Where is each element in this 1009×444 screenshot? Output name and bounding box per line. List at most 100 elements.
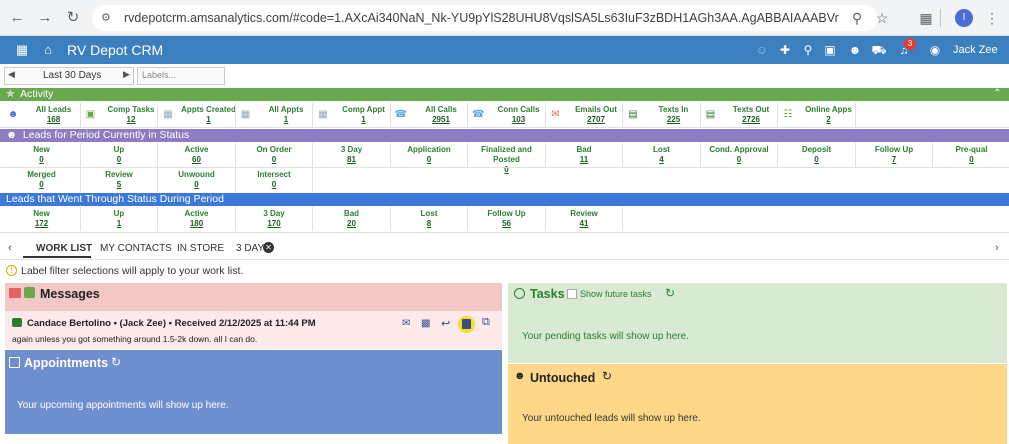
tab-my-contacts[interactable]: MY CONTACTS xyxy=(100,243,172,254)
activity-stat-value[interactable]: 225 xyxy=(666,115,681,124)
untouched-refresh-icon[interactable]: ↻ xyxy=(602,369,613,383)
status-stat-value[interactable]: 11 xyxy=(579,155,589,164)
reply-icon[interactable]: ↩ xyxy=(441,318,451,330)
status-stat-value[interactable]: 0 xyxy=(969,155,974,164)
period-label[interactable]: Last 30 Days xyxy=(43,70,102,81)
url-text[interactable]: rvdepotcrm.amsanalytics.com/#code=1.AXcA… xyxy=(124,11,839,25)
through-stat-value[interactable]: 172 xyxy=(34,219,49,228)
mark-read-icon[interactable]: ✉ xyxy=(402,318,411,329)
menu-icon[interactable]: ⋮ xyxy=(985,10,999,26)
apps-grid-icon[interactable]: ▦ xyxy=(15,42,29,57)
activity-stat-value[interactable]: 2726 xyxy=(742,115,760,124)
activity-stat-value[interactable]: 103 xyxy=(511,115,526,124)
appointments-refresh-icon[interactable]: ↻ xyxy=(111,355,122,369)
activity-stat-value[interactable]: 168 xyxy=(46,115,61,124)
forward-arrow-icon[interactable]: → xyxy=(37,9,53,26)
collapse-icon[interactable]: ⌃ xyxy=(993,88,1002,99)
labels-input[interactable] xyxy=(137,67,225,85)
status-stat-value[interactable]: 0 xyxy=(271,155,277,164)
back-arrow-icon[interactable]: ← xyxy=(9,9,25,26)
show-future-label[interactable]: Show future tasks xyxy=(580,289,652,299)
activity-stat-value[interactable]: 2951 xyxy=(432,115,450,124)
activity-stat-value[interactable]: 2707 xyxy=(587,115,605,124)
status-stat-value[interactable]: 7 xyxy=(891,155,897,164)
message-body[interactable]: again unless you got something around 1.… xyxy=(12,334,258,344)
search-icon[interactable]: ⚲ xyxy=(803,43,813,57)
star-icon[interactable]: ☆ xyxy=(875,10,889,26)
through-stat-value[interactable]: 8 xyxy=(426,219,432,228)
user-avatar-icon[interactable]: ◉ xyxy=(929,43,941,57)
reload-icon[interactable]: ↻ xyxy=(66,9,80,26)
through-stat-value[interactable]: 20 xyxy=(347,219,356,228)
zoom-icon[interactable]: ⚲ xyxy=(851,10,863,26)
calendar-icon[interactable]: ▣ xyxy=(824,43,836,57)
through-stat-value[interactable]: 56 xyxy=(502,219,511,228)
status-stat-value[interactable]: 0 xyxy=(271,180,277,189)
prev-period-icon[interactable]: ◀ xyxy=(8,69,15,79)
status-stat-value[interactable]: 0 xyxy=(116,155,122,164)
note-icon[interactable] xyxy=(462,319,471,329)
period-selector[interactable] xyxy=(4,67,134,85)
status-stat-value[interactable]: 0 xyxy=(194,180,199,189)
home-icon[interactable]: ⌂ xyxy=(44,42,52,57)
show-future-checkbox[interactable] xyxy=(567,289,577,299)
status-stat-value[interactable]: 0 xyxy=(504,165,509,174)
activity-stat-value[interactable]: 1 xyxy=(206,115,211,124)
status-stat-value[interactable]: 4 xyxy=(659,155,664,164)
through-stat-value[interactable]: 180 xyxy=(189,219,204,228)
add-contact-icon[interactable]: ✚ xyxy=(779,43,791,57)
through-stat-value[interactable]: 170 xyxy=(267,219,281,228)
tab-work-list[interactable]: WORK LIST xyxy=(36,243,93,254)
bell-icon[interactable]: ♫ xyxy=(899,43,909,57)
open-external-icon[interactable]: ⧉ xyxy=(482,316,490,328)
tabs-scroll-right-icon[interactable]: › xyxy=(995,242,999,254)
activity-stat-value[interactable]: 1 xyxy=(283,115,289,124)
profile-icon[interactable]: I xyxy=(955,9,973,27)
activity-stat-value[interactable]: 1 xyxy=(361,115,366,124)
status-stat-value[interactable]: 0 xyxy=(39,180,44,189)
through-stat-value[interactable]: 1 xyxy=(116,219,122,228)
reply-chat-icon[interactable]: ▩ xyxy=(421,318,431,329)
close-tab-icon[interactable]: ✕ xyxy=(263,242,274,253)
status-stat-value[interactable]: 5 xyxy=(116,180,122,189)
through-stat-value[interactable]: 41 xyxy=(579,219,589,228)
walk-in-icon[interactable]: ☺ xyxy=(755,43,769,57)
activity-stat-value[interactable]: 2 xyxy=(826,115,831,124)
activity-stat-value[interactable]: 12 xyxy=(126,115,136,124)
status-stat-value[interactable]: 60 xyxy=(192,155,201,164)
car-icon[interactable]: ⛟ xyxy=(871,43,887,57)
people-icon[interactable]: ☻ xyxy=(848,43,862,57)
activity-bar[interactable]: ✯ Activity xyxy=(0,88,1009,101)
tab-3-day[interactable]: 3 DAY xyxy=(236,243,265,254)
